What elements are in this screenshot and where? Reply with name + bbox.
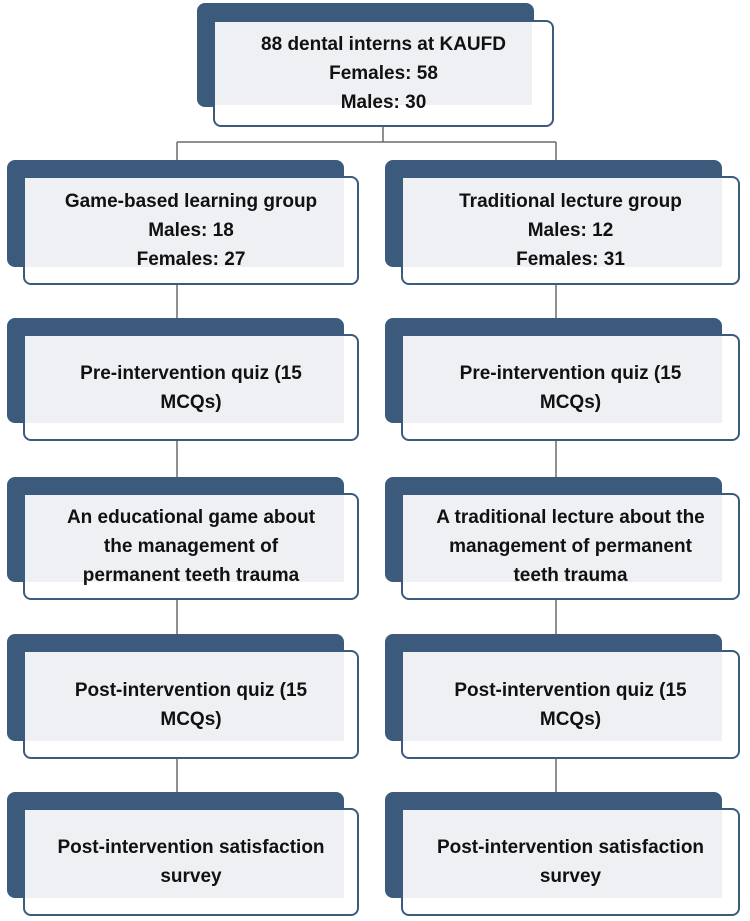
left-survey-line-1: Post-intervention satisfaction — [57, 837, 325, 858]
left-group-fill — [25, 178, 344, 267]
right-post-quiz-line-1: Post-intervention quiz (15 — [454, 679, 687, 701]
left-post-quiz-node: Post-intervention quiz (15 MCQs) — [7, 634, 359, 759]
right-pre-quiz-line-2: MCQs) — [539, 391, 602, 413]
left-pre-quiz-fill — [25, 336, 344, 423]
right-intervention-fill — [403, 495, 722, 582]
left-intervention-line-3: permanent teeth trauma — [82, 565, 300, 586]
right-survey-text: Post-intervention satisfaction survey — [403, 810, 738, 914]
left-pre-quiz-node: Pre-intervention quiz (15 MCQs) — [7, 318, 359, 441]
top-node-text: 88 dental interns at KAUFD Females: 58 M… — [215, 22, 552, 124]
right-intervention-line-2: management of permanent — [449, 536, 692, 557]
right-post-quiz-fill — [403, 652, 722, 741]
left-intervention-node: An educational game about the management… — [7, 477, 359, 600]
left-group-line-3: Females: 27 — [136, 249, 246, 270]
top-node-fill — [215, 22, 532, 105]
left-survey-node: Post-intervention satisfaction survey — [7, 792, 359, 916]
right-survey-line-2: survey — [539, 866, 602, 887]
right-group-text: Traditional lecture group Males: 12 Fema… — [403, 178, 738, 283]
left-group-line-2: Males: 18 — [148, 220, 234, 241]
left-intervention-line-2: the management of — [103, 536, 279, 557]
right-intervention-line-1: A traditional lecture about the — [436, 507, 705, 528]
left-group-node: Game-based learning group Males: 18 Fema… — [7, 160, 359, 285]
left-survey-fill — [25, 810, 344, 898]
right-pre-quiz-node: Pre-intervention quiz (15 MCQs) — [385, 318, 740, 441]
left-intervention-line-1: An educational game about — [66, 507, 316, 528]
right-group-line-1: Traditional lecture group — [459, 191, 682, 212]
left-intervention-fill — [25, 495, 344, 582]
top-node: 88 dental interns at KAUFD Females: 58 M… — [197, 3, 554, 127]
left-post-quiz-fill — [25, 652, 344, 741]
right-pre-quiz-fill — [403, 336, 722, 423]
top-line-2: Females: 58 — [329, 62, 438, 84]
left-post-quiz-line-2: MCQs) — [160, 708, 222, 730]
left-post-quiz-text: Post-intervention quiz (15 MCQs) — [25, 652, 357, 757]
right-survey-line-1: Post-intervention satisfaction — [436, 837, 705, 858]
left-pre-quiz-line-1: Pre-intervention quiz (15 — [80, 362, 302, 384]
right-intervention-node: A traditional lecture about the manageme… — [385, 477, 740, 600]
right-post-quiz-text: Post-intervention quiz (15 MCQs) — [403, 652, 738, 757]
left-survey-text: Post-intervention satisfaction survey — [25, 810, 357, 914]
left-pre-quiz-line-2: MCQs) — [160, 391, 222, 413]
right-group-line-2: Males: 12 — [527, 220, 614, 241]
right-intervention-line-3: teeth trauma — [513, 565, 628, 586]
left-survey-line-2: survey — [160, 866, 222, 887]
right-pre-quiz-line-1: Pre-intervention quiz (15 — [459, 362, 682, 384]
right-group-fill — [403, 178, 722, 267]
top-line-1: 88 dental interns at KAUFD — [261, 33, 506, 55]
right-post-quiz-node: Post-intervention quiz (15 MCQs) — [385, 634, 740, 759]
right-group-line-3: Females: 31 — [516, 249, 625, 270]
right-survey-fill — [403, 810, 722, 898]
top-line-3: Males: 30 — [340, 91, 427, 113]
left-group-text: Game-based learning group Males: 18 Fema… — [25, 178, 357, 283]
left-group-line-1: Game-based learning group — [64, 191, 318, 212]
right-group-node: Traditional lecture group Males: 12 Fema… — [385, 160, 740, 285]
left-intervention-text: An educational game about the management… — [25, 495, 357, 598]
right-survey-node: Post-intervention satisfaction survey — [385, 792, 740, 916]
left-post-quiz-line-1: Post-intervention quiz (15 — [74, 679, 308, 701]
right-intervention-text: A traditional lecture about the manageme… — [403, 495, 738, 598]
right-pre-quiz-text: Pre-intervention quiz (15 MCQs) — [403, 336, 738, 439]
right-post-quiz-line-2: MCQs) — [539, 708, 602, 730]
left-pre-quiz-text: Pre-intervention quiz (15 MCQs) — [25, 336, 357, 439]
